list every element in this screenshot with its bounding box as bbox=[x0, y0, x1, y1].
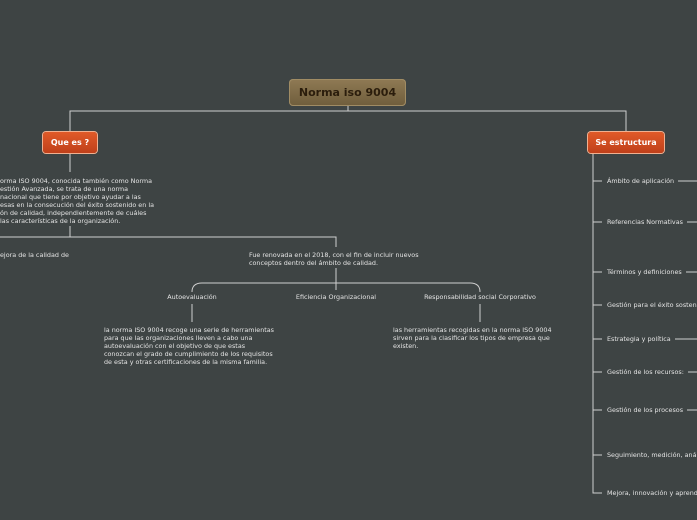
topic-que-es[interactable]: Que es ? bbox=[43, 132, 97, 153]
topic-label: Que es ? bbox=[50, 138, 90, 147]
side-branch-text[interactable]: ejora de la calidad de bbox=[0, 251, 69, 259]
description-text[interactable]: orma ISO 9004, conocida también como Nor… bbox=[0, 177, 155, 226]
subtopic-eficiencia[interactable]: Eficiencia Organizacional bbox=[295, 293, 377, 301]
subtopic-autoevaluacion[interactable]: Autoevaluación bbox=[167, 293, 217, 301]
topic-label: Se estructura bbox=[595, 138, 657, 147]
structure-item[interactable]: Referencias Normativas bbox=[607, 218, 683, 226]
structure-item[interactable]: Gestión de los recursos: bbox=[607, 368, 684, 376]
topic-se-estructura[interactable]: Se estructura bbox=[588, 132, 664, 153]
structure-item[interactable]: Estrategia y política bbox=[607, 335, 671, 343]
renewal-text[interactable]: Fue renovada en el 2018, con el fin de i… bbox=[249, 251, 419, 268]
autoevaluacion-detail[interactable]: la norma ISO 9004 recoge una serie de he… bbox=[104, 326, 275, 367]
structure-item[interactable]: Gestión para el éxito sostenido bbox=[607, 301, 697, 309]
responsabilidad-detail[interactable]: las herramientas recogidas en la norma I… bbox=[393, 326, 552, 351]
structure-item[interactable]: Mejora, innovación y aprendizaje bbox=[607, 489, 697, 497]
root-label: Norma iso 9004 bbox=[298, 86, 397, 99]
subtopic-responsabilidad[interactable]: Responsabilidad social Corporativo bbox=[424, 293, 536, 301]
structure-item[interactable]: Seguimiento, medición, análisis bbox=[607, 451, 697, 459]
root-node[interactable]: Norma iso 9004 bbox=[289, 79, 406, 106]
structure-item[interactable]: Términos y definiciones bbox=[607, 268, 682, 276]
structure-item[interactable]: Gestión de los procesos bbox=[607, 406, 684, 414]
structure-item[interactable]: Ámbito de aplicación bbox=[607, 177, 675, 185]
